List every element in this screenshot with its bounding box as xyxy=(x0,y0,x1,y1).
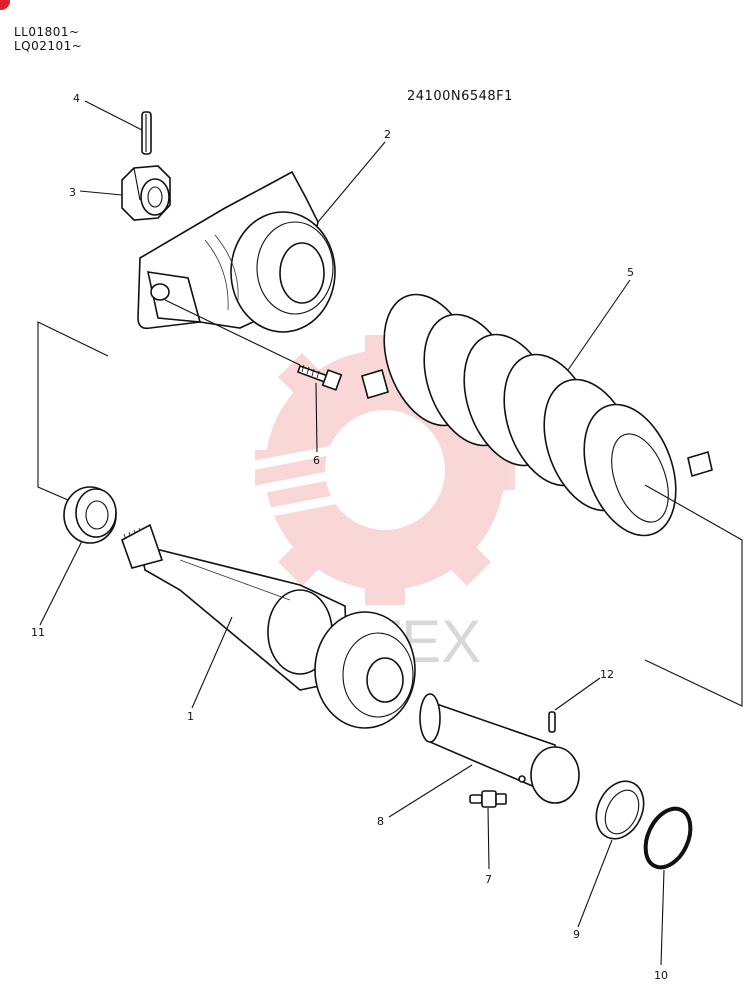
assembly-lines xyxy=(37,299,743,707)
leader-lines xyxy=(39,100,665,966)
serial-range-1: LL01801~ xyxy=(14,25,80,39)
part-6-bolt xyxy=(296,364,343,391)
part-4-pin xyxy=(141,111,152,155)
callout-6: 6 xyxy=(313,454,320,467)
callout-7: 7 xyxy=(485,873,492,886)
part-10-o-ring xyxy=(643,806,693,870)
callout-12: 12 xyxy=(600,668,614,681)
callout-3: 3 xyxy=(69,186,76,199)
part-2-bracket xyxy=(137,170,336,333)
part-11-bushing xyxy=(63,486,117,544)
callout-labels: 4 3 2 5 6 11 1 8 7 12 9 10 xyxy=(31,92,668,982)
callout-1: 1 xyxy=(187,710,194,723)
callout-5: 5 xyxy=(627,266,634,279)
callout-9: 9 xyxy=(573,928,580,941)
corner-badge xyxy=(0,0,10,10)
part-12-pin xyxy=(548,711,556,733)
callout-10: 10 xyxy=(654,969,668,982)
callout-4: 4 xyxy=(73,92,80,105)
callout-8: 8 xyxy=(377,815,384,828)
callout-11: 11 xyxy=(31,626,45,639)
part-7-grease-fitting xyxy=(469,790,507,808)
part-8-tube xyxy=(419,693,580,804)
serial-range-2: LQ02101~ xyxy=(14,39,83,53)
callout-2: 2 xyxy=(384,128,391,141)
drawing-code: 24100N6548F1 xyxy=(407,89,513,104)
part-9-seal-ring xyxy=(595,780,645,840)
part-3-hex-nut xyxy=(121,165,171,221)
part-5-coil-spring xyxy=(361,293,713,537)
part-1-shaft xyxy=(121,523,416,729)
